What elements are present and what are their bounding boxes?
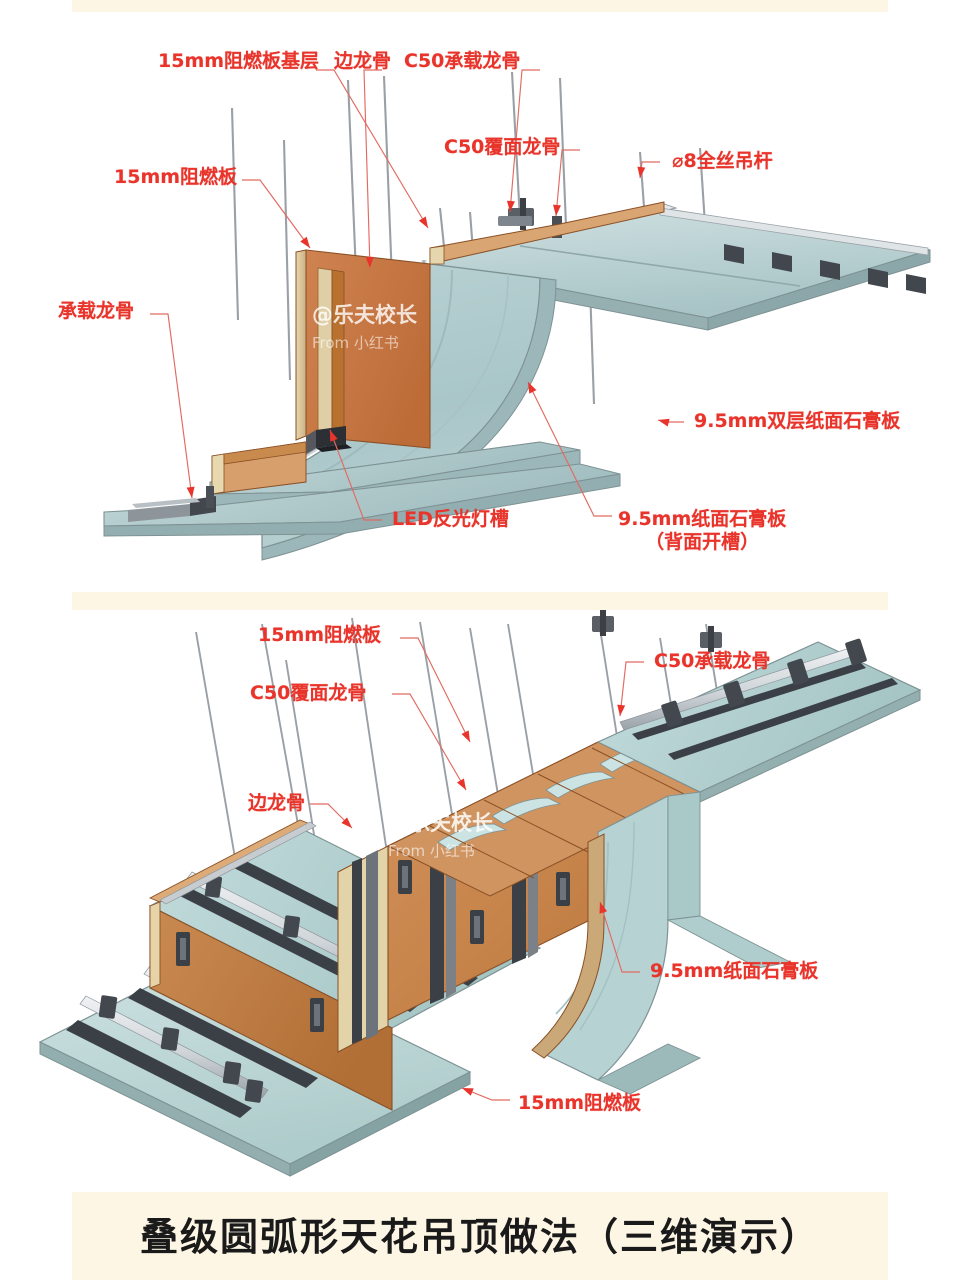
leader-lines-top	[150, 69, 684, 521]
annotation-text: 9.5mm纸面石膏板	[618, 508, 787, 530]
leader-line-fr-board-top	[400, 637, 471, 743]
hanger-plates-upper	[592, 610, 722, 652]
annotation-label-fr-board-bot: 15mm阻燃板	[518, 1092, 641, 1115]
sectional-drawing: @乐夫校长 From 小红书	[103, 69, 931, 561]
annotation-label-fr-base: 15mm阻燃板基层	[158, 50, 319, 73]
annotation-text: 15mm阻燃板	[518, 1092, 642, 1114]
leader-arrowhead-edge-keel	[341, 817, 352, 828]
annotation-label-gypsum-double: 9.5mm双层纸面石膏板	[694, 410, 900, 433]
annotation-text: C50覆面龙骨	[444, 136, 561, 158]
exploded-3d-view: @乐夫校长 From 小红书 15mm阻燃板 C50承载龙骨 C50覆面龙骨边龙骨 9…	[0, 610, 960, 1192]
annotation-label-fr-board-top: 15mm阻燃板	[258, 624, 381, 647]
leader-arrowhead-main-keel-c50	[506, 200, 515, 212]
leader-arrows-top	[186, 166, 670, 498]
leader-line-main-keel-c50	[619, 661, 644, 717]
annotation-text: C50覆面龙骨	[250, 682, 367, 704]
isometric-drawing: @乐夫校长 From 小红书	[38, 610, 922, 1177]
annotation-text: 边龙骨	[248, 792, 306, 814]
annotation-label-edge-keel: 边龙骨	[248, 792, 305, 815]
annotation-text: LED反光灯槽	[392, 508, 509, 530]
leader-arrowhead-fr-board-bot	[462, 1088, 474, 1096]
top-cream-band	[72, 0, 888, 12]
annotation-label-edge-keel: 边龙骨	[334, 50, 391, 73]
leader-arrows-bottom	[341, 704, 626, 1096]
leader-line-gypsum-board	[599, 901, 640, 973]
leader-arrowhead-face-keel-c50	[553, 204, 561, 216]
leader-arrowhead-fr-board	[300, 236, 310, 248]
leader-line-edge-keel	[363, 69, 382, 269]
annotation-label-main-keel-c50: C50承载龙骨	[654, 650, 770, 673]
annotation-label-led-cove: LED反光灯槽	[392, 508, 509, 531]
leader-arrowhead-main-keel-c50	[617, 704, 626, 716]
annotation-label-face-keel-c50: C50覆面龙骨	[250, 682, 366, 705]
middle-cream-band	[72, 592, 888, 610]
leader-line-led-cove	[329, 429, 382, 521]
annotation-label-gypsum-grooved: 9.5mm纸面石膏板（背面开槽）	[618, 508, 786, 554]
sectional-3d-view: @乐夫校长 From 小红书 15mm阻燃板基层边龙骨 C50承载龙骨 C50覆面龙…	[0, 12, 960, 592]
annotation-label-hanger-rod: ⌀8全丝吊杆	[672, 150, 773, 173]
leader-line-face-keel-c50	[555, 149, 580, 217]
leader-arrowhead-main-keel	[186, 486, 195, 498]
leader-arrowhead-fr-board-top	[461, 730, 470, 742]
page-title: 叠级圆弧形天花吊顶做法（三维演示）	[139, 1215, 820, 1259]
annotation-label-fr-board: 15mm阻燃板	[114, 166, 237, 189]
leader-lines-bottom	[310, 637, 644, 1101]
leader-line-main-keel-c50	[509, 69, 540, 213]
upper-slab-clips	[661, 638, 867, 728]
annotation-label-gypsum-board: 9.5mm纸面石膏板	[650, 960, 818, 983]
annotation-text: C50承载龙骨	[654, 650, 771, 672]
leader-arrowhead-fr-base	[418, 216, 428, 228]
leader-line-fr-base	[316, 69, 429, 229]
annotation-text: 9.5mm双层纸面石膏板	[694, 410, 901, 432]
annotation-text: 15mm阻燃板	[114, 166, 238, 188]
leader-arrowhead-edge-keel	[365, 256, 374, 268]
leader-arrowhead-gypsum-board	[599, 902, 608, 914]
leader-arrowhead-face-keel-c50	[457, 778, 466, 790]
riser-clips-lower	[176, 932, 324, 1032]
annotation-text: 9.5mm纸面石膏板	[650, 960, 819, 982]
main-keel-bottom-left	[128, 486, 216, 522]
svg-text:From 小红书: From 小红书	[388, 842, 475, 860]
leader-line-face-keel-c50	[392, 693, 467, 791]
annotation-text: C50承载龙骨	[404, 50, 521, 72]
svg-text:From 小红书: From 小红书	[312, 334, 399, 352]
leader-arrowhead-hanger-rod	[637, 166, 646, 178]
watermark-bottom: @乐夫校长 From 小红书	[344, 808, 494, 860]
annotation-text: 15mm阻燃板基层	[158, 50, 320, 72]
leader-arrowhead-gypsum-grooved	[528, 382, 537, 394]
annotation-text: 边龙骨	[334, 50, 392, 72]
leader-arrowhead-led-cove	[330, 430, 338, 442]
leader-line-gypsum-grooved	[527, 381, 612, 517]
leader-line-main-keel	[150, 313, 193, 499]
annotation-label-face-keel-c50: C50覆面龙骨	[444, 136, 560, 159]
leader-line-edge-keel	[310, 803, 353, 829]
svg-text:@乐夫校长: @乐夫校长	[388, 811, 494, 835]
annotation-text: 承载龙骨	[58, 300, 135, 322]
annotation-text-second-line: （背面开槽）	[645, 531, 760, 554]
svg-text:@乐夫校长: @乐夫校长	[312, 303, 418, 327]
annotation-text: 15mm阻燃板	[258, 624, 382, 646]
leader-line-fr-board	[242, 179, 311, 249]
box-face-clips	[398, 860, 570, 944]
annotation-label-main-keel: 承载龙骨	[58, 300, 134, 323]
title-cream-band	[72, 1192, 888, 1280]
annotation-label-main-keel-c50: C50承载龙骨	[404, 50, 520, 73]
c-channel-clips-right	[724, 244, 926, 294]
leader-arrowhead-gypsum-double	[658, 418, 670, 427]
annotation-text: ⌀8全丝吊杆	[672, 150, 773, 172]
